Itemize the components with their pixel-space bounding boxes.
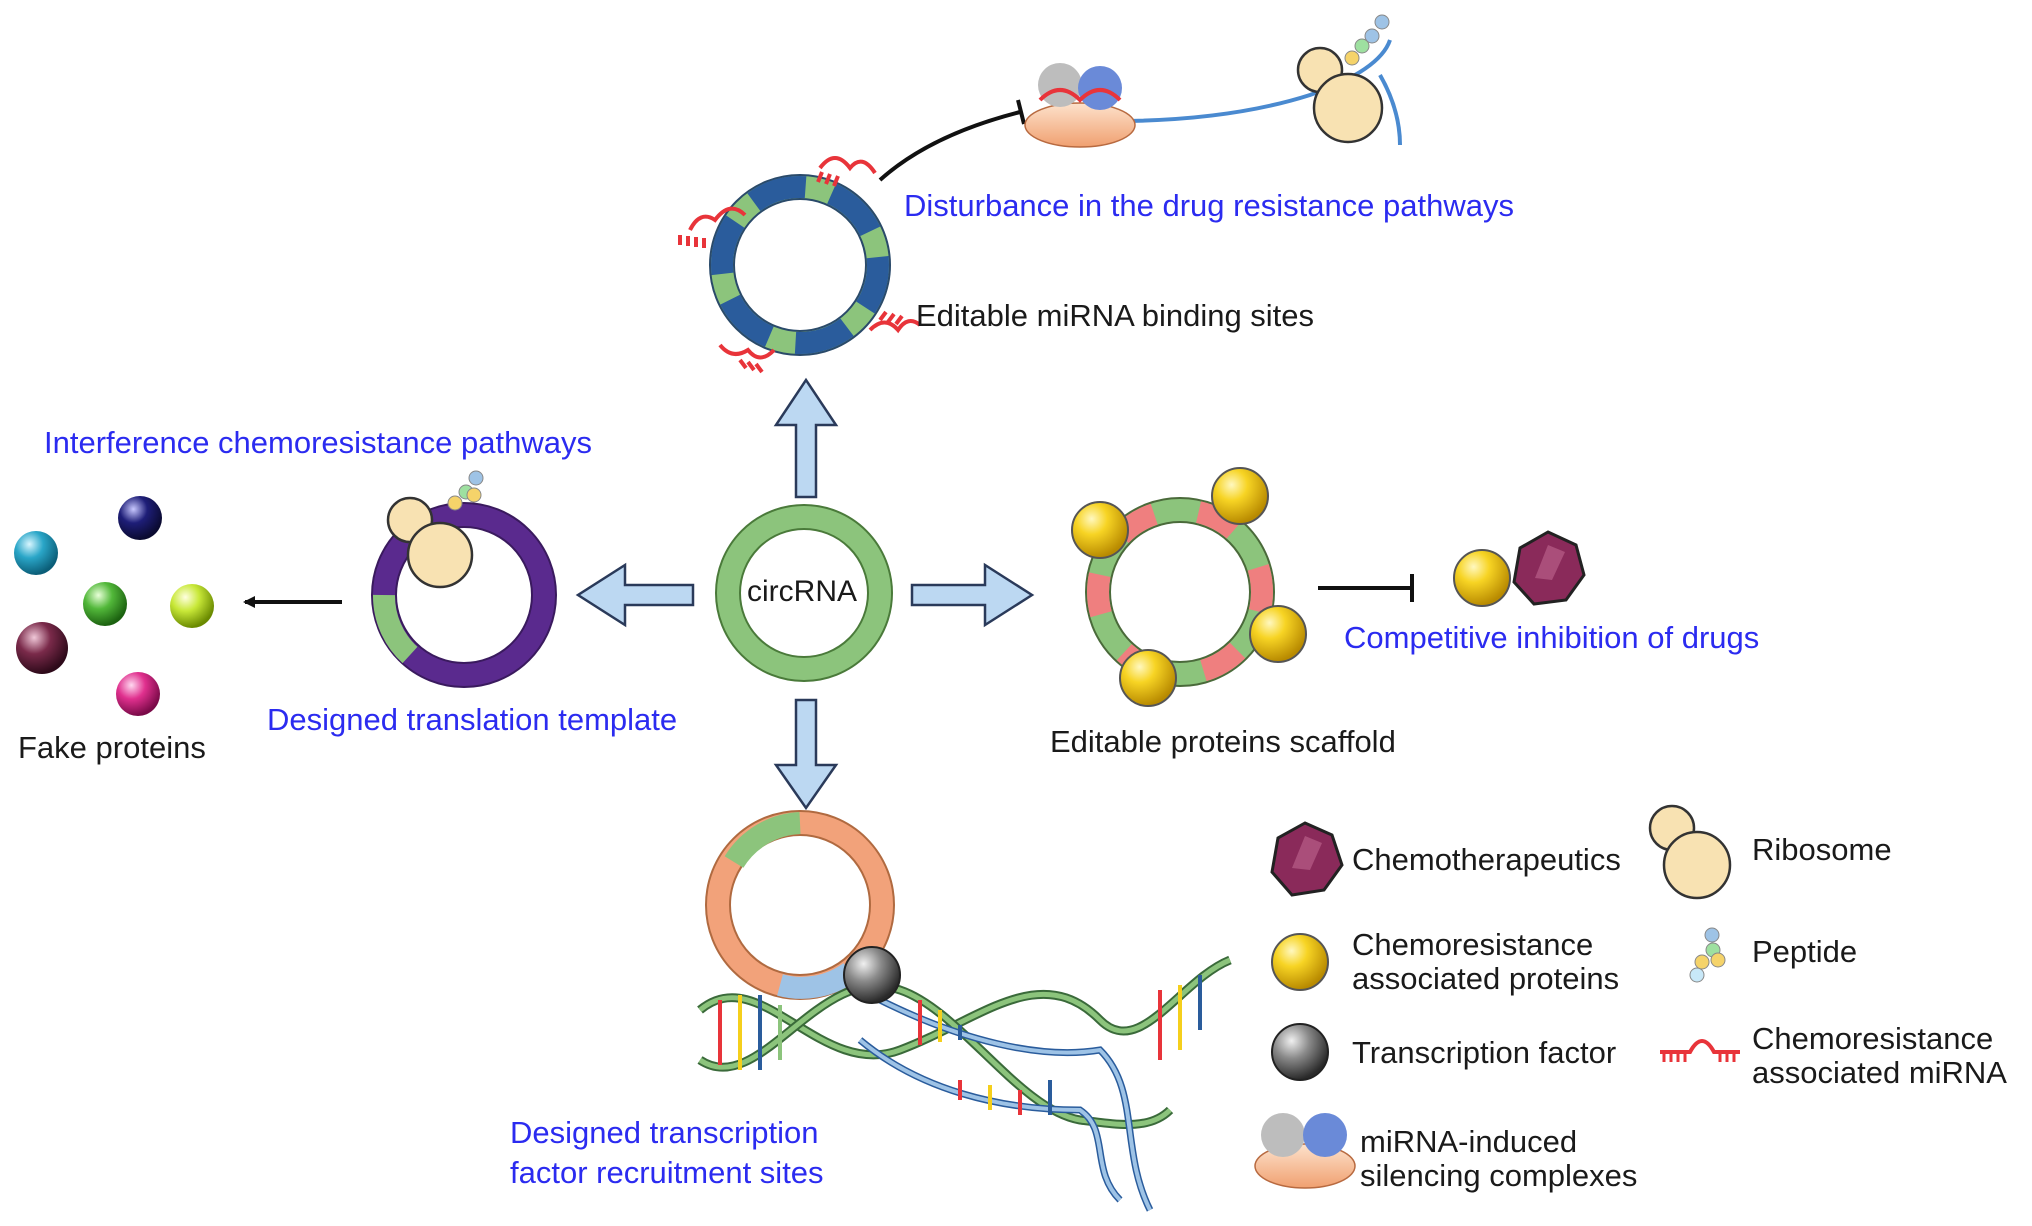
fake-proteins: [14, 496, 214, 716]
legend-risc-label-1: miRNA-induced: [1360, 1124, 1578, 1159]
legend-protein-icon: [1271, 933, 1329, 991]
bottom-label-line1: Designed transcription: [510, 1115, 819, 1150]
scaffold-circ: [1071, 467, 1307, 707]
inhibit-arrow-top: [878, 110, 1021, 182]
block-arrow-up: [773, 377, 839, 499]
legend-risc-label-2: silencing complexes: [1360, 1158, 1638, 1193]
block-arrow-right: [910, 562, 1035, 628]
risc-top: [1024, 14, 1402, 148]
dna-helix: [697, 955, 1232, 1212]
legend-mirna-label-1: Chemoresistance: [1752, 1021, 1994, 1056]
left-pathway-label: Interference chemoresistance pathways: [44, 425, 592, 460]
legend-mirna-icon: [1660, 1039, 1740, 1062]
circrna-center: [715, 504, 893, 682]
legend-risc-icon: [1254, 1113, 1356, 1189]
top-pathway-label: Disturbance in the drug resistance pathw…: [904, 188, 1514, 223]
legend-ribosome-icon: [1648, 804, 1732, 900]
legend-protein-label-1: Chemoresistance: [1352, 927, 1594, 962]
block-arrow-down: [773, 698, 839, 811]
left-template-label: Designed translation template: [267, 702, 678, 737]
transcription-factor-ball: [843, 946, 901, 1004]
center-label: circRNA: [747, 575, 857, 608]
left-proteins-label: Fake proteins: [18, 730, 206, 765]
bottom-label-line2: factor recruitment sites: [510, 1155, 824, 1190]
mirna-sites: [678, 156, 922, 374]
legend-chemo-label: Chemotherapeutics: [1352, 842, 1621, 877]
legend-peptide-icon: [1689, 927, 1726, 983]
mirna-circ: [709, 174, 891, 356]
top-sites-label: Editable miRNA binding sites: [916, 298, 1315, 333]
legend-tf-label: Transcription factor: [1352, 1035, 1617, 1070]
recruit-circ: [705, 810, 895, 1000]
legend-tf-icon: [1271, 1023, 1329, 1081]
translation-circ: [371, 470, 557, 688]
block-arrow-left: [575, 562, 695, 628]
right-scaffold-label: Editable proteins scaffold: [1050, 724, 1396, 759]
legend-protein-label-2: associated proteins: [1352, 961, 1620, 996]
right-inhibition-label: Competitive inhibition of drugs: [1344, 620, 1760, 655]
legend-ribosome-label: Ribosome: [1752, 832, 1892, 867]
legend-chemo-icon: [1270, 821, 1344, 897]
legend-peptide-label: Peptide: [1752, 934, 1858, 969]
inhibit-bar-top: [1016, 99, 1026, 125]
legend-mirna-label-2: associated miRNA: [1752, 1055, 2007, 1090]
competitive-complex: [1453, 530, 1586, 607]
